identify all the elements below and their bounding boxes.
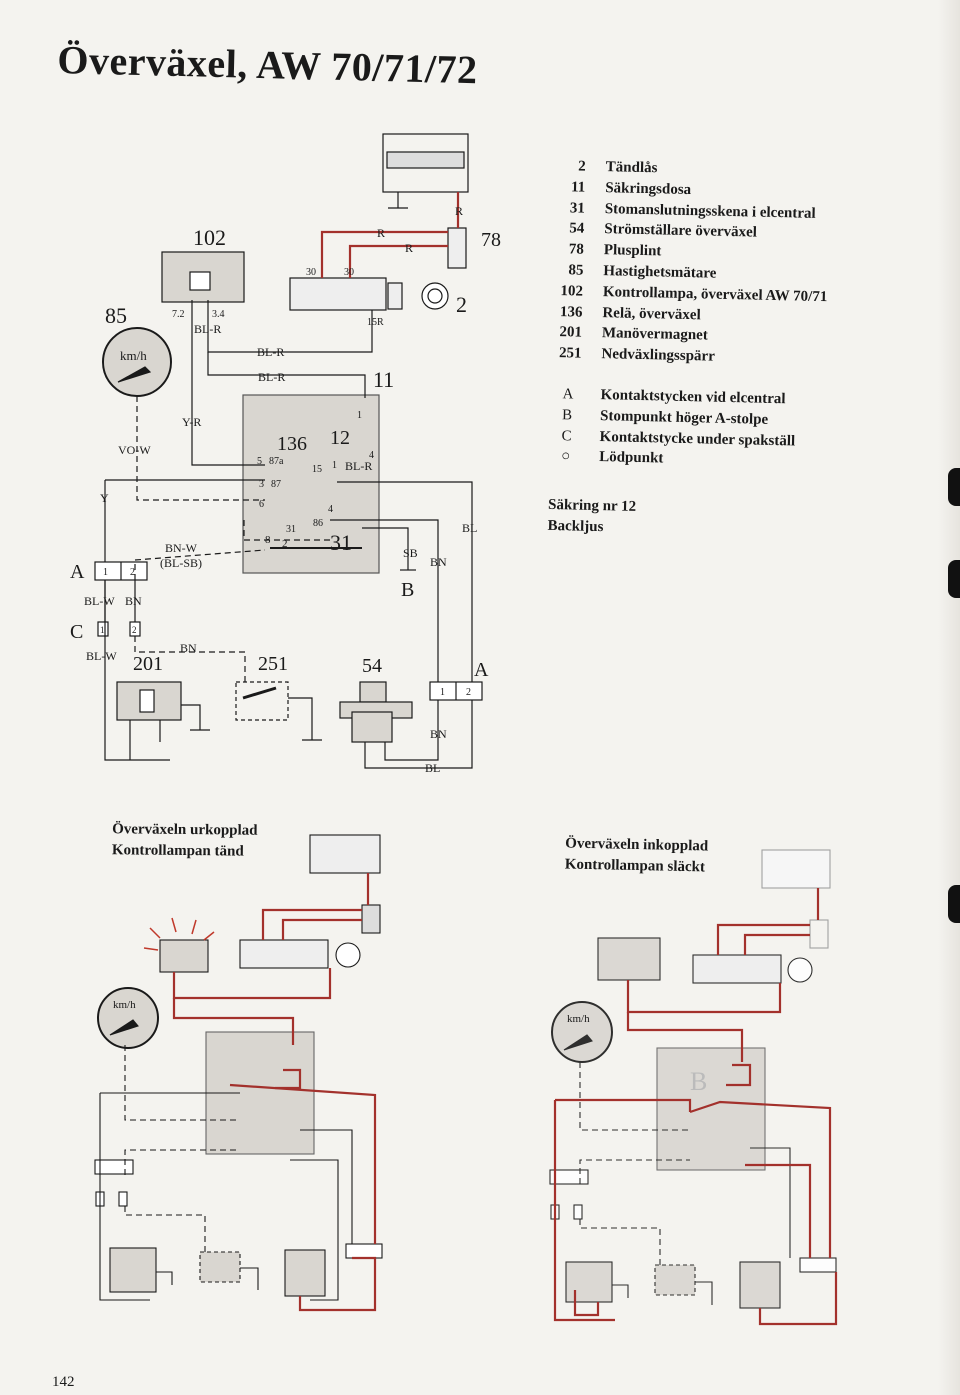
pin-label: 1 [357, 410, 362, 421]
pin-label: 5 [257, 456, 262, 467]
kickdown-lock-251 [235, 681, 289, 721]
relay-box [242, 394, 380, 574]
wire-label: R [377, 226, 385, 240]
wire-label: 30 [344, 267, 354, 278]
lamp-glow-rays [143, 917, 215, 951]
ignition-switch-2 [421, 282, 449, 310]
wire-label: BL-R [194, 322, 221, 336]
wire-label: 30 [306, 267, 316, 278]
wire-label: BL [462, 521, 477, 535]
small-diagram-left-live [172, 873, 377, 1312]
label-201: 201 [133, 653, 163, 675]
wire-label: BL-W [84, 594, 115, 608]
pin-label: 1 [440, 687, 445, 698]
wire-label: 7.2 [172, 309, 185, 320]
connector-C1 [97, 621, 109, 637]
wire-label: VO-W [118, 443, 151, 457]
small-diagram-right [549, 849, 837, 1309]
pin-label: 31 [286, 524, 296, 535]
wire-label: BN [180, 641, 197, 655]
label-connector-A: A [70, 561, 85, 583]
wire-label: BL-W [86, 649, 117, 663]
wire-label: BN-W [165, 541, 198, 555]
label-11: 11 [373, 367, 394, 392]
pin-label: 4 [328, 504, 333, 515]
label-102: 102 [193, 225, 226, 250]
label-connector-C: C [70, 621, 83, 643]
pin-label: 1 [103, 567, 108, 578]
label-78: 78 [481, 229, 501, 251]
pin-label: 15 [312, 464, 322, 475]
wire-label: Y [100, 491, 109, 505]
label-2: 2 [456, 292, 467, 317]
label-54: 54 [362, 655, 382, 677]
wire-label: R [455, 204, 463, 218]
speed-unit-left: km/h [113, 999, 136, 1011]
wire-label: BN [430, 555, 447, 569]
label-connector-A-right: A [474, 659, 489, 681]
wire-label: 3.4 [212, 309, 225, 320]
pin-label: 2 [132, 625, 137, 635]
pin-label: 2 [466, 687, 471, 698]
label-251: 251 [258, 653, 288, 675]
label-31: 31 [330, 530, 352, 555]
wire-label: BL [425, 761, 440, 775]
pin-label: 86 [313, 518, 323, 529]
page-edge [938, 0, 960, 1395]
wire-label: BN [430, 727, 447, 741]
index-tab [948, 885, 960, 923]
wire-label: (BL-SB) [160, 556, 202, 570]
pin-label: 1 [100, 625, 105, 635]
wire-label: Y-R [182, 415, 201, 429]
pin-label: 87 [271, 479, 281, 490]
overdrive-switch-54 [359, 681, 387, 703]
page-number: 142 [52, 1374, 75, 1390]
pin-label: 87a [269, 456, 284, 467]
wire-label: BL-R [345, 459, 372, 473]
pin-label: 8 [265, 534, 271, 546]
small-diagram-left [94, 834, 383, 1301]
pin-label: 1 [332, 460, 337, 471]
small-diagram-right-live [553, 888, 838, 1326]
speed-unit: km/h [120, 348, 147, 363]
wire-label: BL-R [258, 370, 285, 384]
label-connector-B: B [401, 579, 414, 601]
index-tab [948, 560, 960, 598]
wire-label: BL-R [257, 345, 284, 359]
wire-label: SB [403, 546, 418, 560]
label-136: 136 [277, 433, 307, 455]
pin-label: 3 [259, 479, 264, 490]
index-tab [948, 468, 960, 506]
wire-label: BN [125, 594, 142, 608]
speed-unit-right: km/h [567, 1013, 590, 1025]
wire-label: 15R [367, 317, 384, 328]
wire-label: R [405, 241, 413, 255]
pin-label: 6 [259, 499, 264, 510]
pin-label: 4 [369, 450, 374, 461]
pin-label: 2 [130, 567, 135, 578]
label-85: 85 [105, 303, 127, 328]
plusplint-78 [447, 227, 467, 269]
fuse-box-11 [289, 277, 387, 311]
pin-label: 2 [282, 538, 288, 550]
ghost-label-B: B [690, 1067, 707, 1096]
label-12: 12 [330, 427, 350, 449]
